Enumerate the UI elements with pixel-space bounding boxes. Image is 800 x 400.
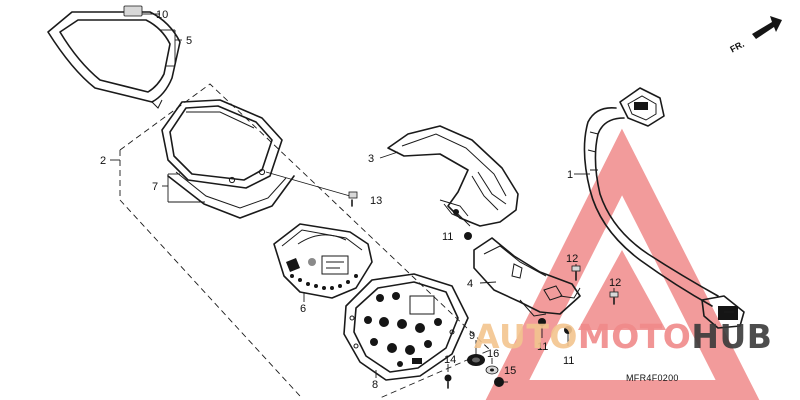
part-screw-12a (571, 264, 581, 281)
part-cover (387, 125, 519, 227)
part-screw-12b (609, 288, 619, 305)
watermark-part-hub: HUB (691, 317, 772, 356)
callout-11-lower-right: 11 (563, 355, 574, 367)
part-screw-13 (265, 171, 358, 207)
callout-15: 15 (504, 365, 516, 377)
callout-13: 13 (370, 195, 382, 207)
callout-labels: 10 5 2 7 3 13 1 11 4 12 12 6 9 16 14 15 … (100, 9, 621, 391)
callout-14: 14 (444, 354, 456, 366)
watermark-part-auto: AUTO (474, 317, 578, 356)
part-bracket (473, 237, 581, 317)
part-10-emblem (123, 5, 143, 17)
callout-2: 2 (100, 155, 106, 167)
front-direction-arrow: FR. (728, 16, 782, 54)
callout-11-upper: 11 (442, 231, 453, 243)
callout-12-left: 12 (566, 253, 578, 265)
callout-7: 7 (152, 181, 158, 193)
watermark-part-moto: MOTO (578, 317, 691, 356)
callout-10: 10 (156, 9, 168, 21)
callout-6: 6 (300, 303, 306, 315)
callout-16: 16 (487, 348, 499, 360)
part-meter-face (273, 223, 373, 299)
part-meter-lower-case (343, 273, 469, 381)
callout-9: 9 (469, 330, 475, 342)
callout-8: 8 (372, 379, 378, 391)
callout-5: 5 (186, 35, 192, 47)
part-harness (583, 87, 745, 329)
watermark-triangle (485, 128, 760, 400)
front-marker-label: FR. (728, 39, 745, 55)
callout-12-right: 12 (609, 277, 621, 289)
part-visor (47, 5, 181, 109)
callout-11-lower-left: 11 (537, 341, 548, 353)
part-bolt-11bc (538, 318, 572, 346)
callout-3: 3 (368, 153, 374, 165)
callout-4: 4 (467, 278, 473, 290)
part-bolt-11a (457, 213, 472, 240)
svg-text:AUTOMOTOHUB: AUTOMOTOHUB (474, 317, 772, 356)
callout-1: 1 (567, 169, 573, 181)
watermark-text: AUTOMOTOHUB (474, 317, 772, 356)
part-meter-case (161, 99, 295, 219)
diagram-code: MFR4F0200 (626, 373, 679, 383)
part-grommets (444, 340, 508, 389)
